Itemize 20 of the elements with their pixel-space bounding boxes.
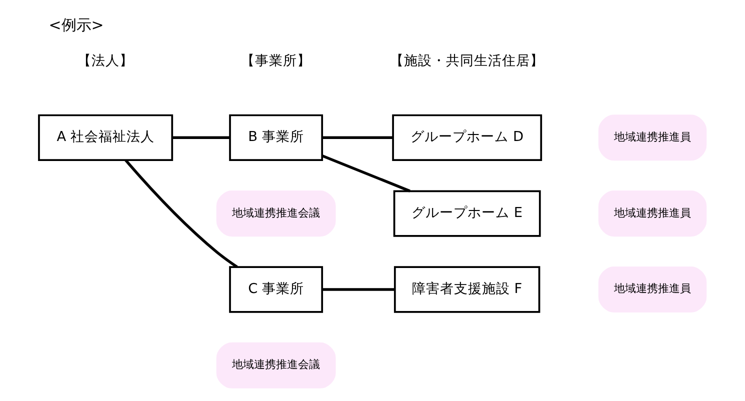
node-box: 地域連携推進員 [598,114,707,161]
connector [322,288,395,291]
node-box: グループホーム E [393,190,541,237]
label: 【施設・共同生活住居】 [390,53,544,70]
node-box: 地域連携推進会議 [216,342,336,388]
node-box: 地域連携推進員 [598,190,707,237]
connector [172,136,230,140]
node-box: A 社会福祉法人 [38,114,174,161]
node-box: グループホーム D [392,114,542,161]
diagram-title: <例示> [48,16,104,34]
connector [322,136,393,140]
connector [124,159,238,268]
node-box: C 事業所 [229,266,324,313]
label: 【事業所】 [241,53,312,70]
label: 【法人】 [78,53,134,70]
node-box: 障害者支援施設 F [394,266,540,313]
node-box: B 事業所 [229,114,324,161]
connector [322,154,410,192]
node-box: 地域連携推進会議 [216,190,336,237]
node-box: 地域連携推進員 [598,266,707,312]
